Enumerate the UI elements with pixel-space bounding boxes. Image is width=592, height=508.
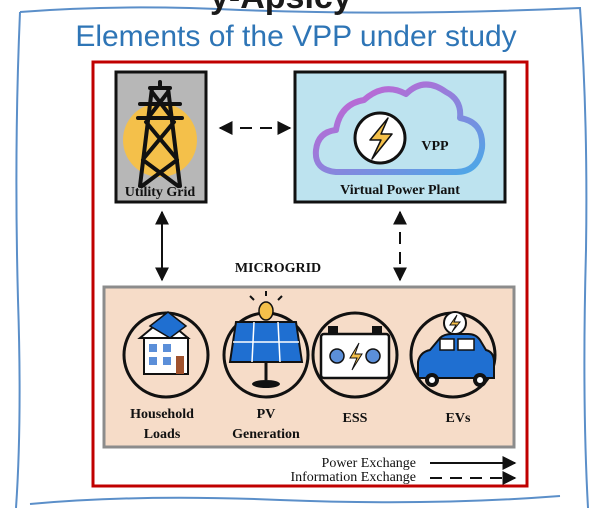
vpp-label: Virtual Power Plant <box>340 183 460 198</box>
legend-information-label: Information Exchange <box>290 470 416 485</box>
transmission-tower-icon <box>136 80 184 188</box>
house-solar-icon <box>137 311 191 375</box>
solar-panel-icon <box>228 291 304 388</box>
household-label-line1: Household <box>130 407 194 422</box>
ev-label: EVs <box>446 411 471 426</box>
ess-label: ESS <box>343 411 368 426</box>
pv-label-line2: Generation <box>232 427 300 442</box>
cloud-icon <box>312 81 486 175</box>
electric-car-icon <box>417 311 495 387</box>
household-label-line2: Loads <box>144 427 181 442</box>
battery-icon <box>319 326 391 380</box>
vpp-icon-text: VPP <box>421 139 449 154</box>
pv-node: PV Generation <box>222 291 310 442</box>
pv-label-line1: PV <box>257 407 276 422</box>
utility-grid-label: Utility Grid <box>125 185 196 200</box>
microgrid-label: MICROGRID <box>235 261 321 276</box>
vpp-node: VPP Virtual Power Plant <box>293 70 507 204</box>
utility-grid-node: Utility Grid <box>114 70 208 204</box>
household-node: Household Loads <box>122 311 210 442</box>
lightning-icon <box>369 117 393 160</box>
ess-node: ESS <box>311 311 399 426</box>
cropped-heading: y-Apsicy <box>210 0 352 17</box>
legend: Power Exchange Information Exchange <box>290 456 517 485</box>
legend-power-label: Power Exchange <box>322 456 416 471</box>
page-title: Elements of the VPP under study <box>75 20 517 53</box>
ev-node: EVs <box>409 311 497 426</box>
